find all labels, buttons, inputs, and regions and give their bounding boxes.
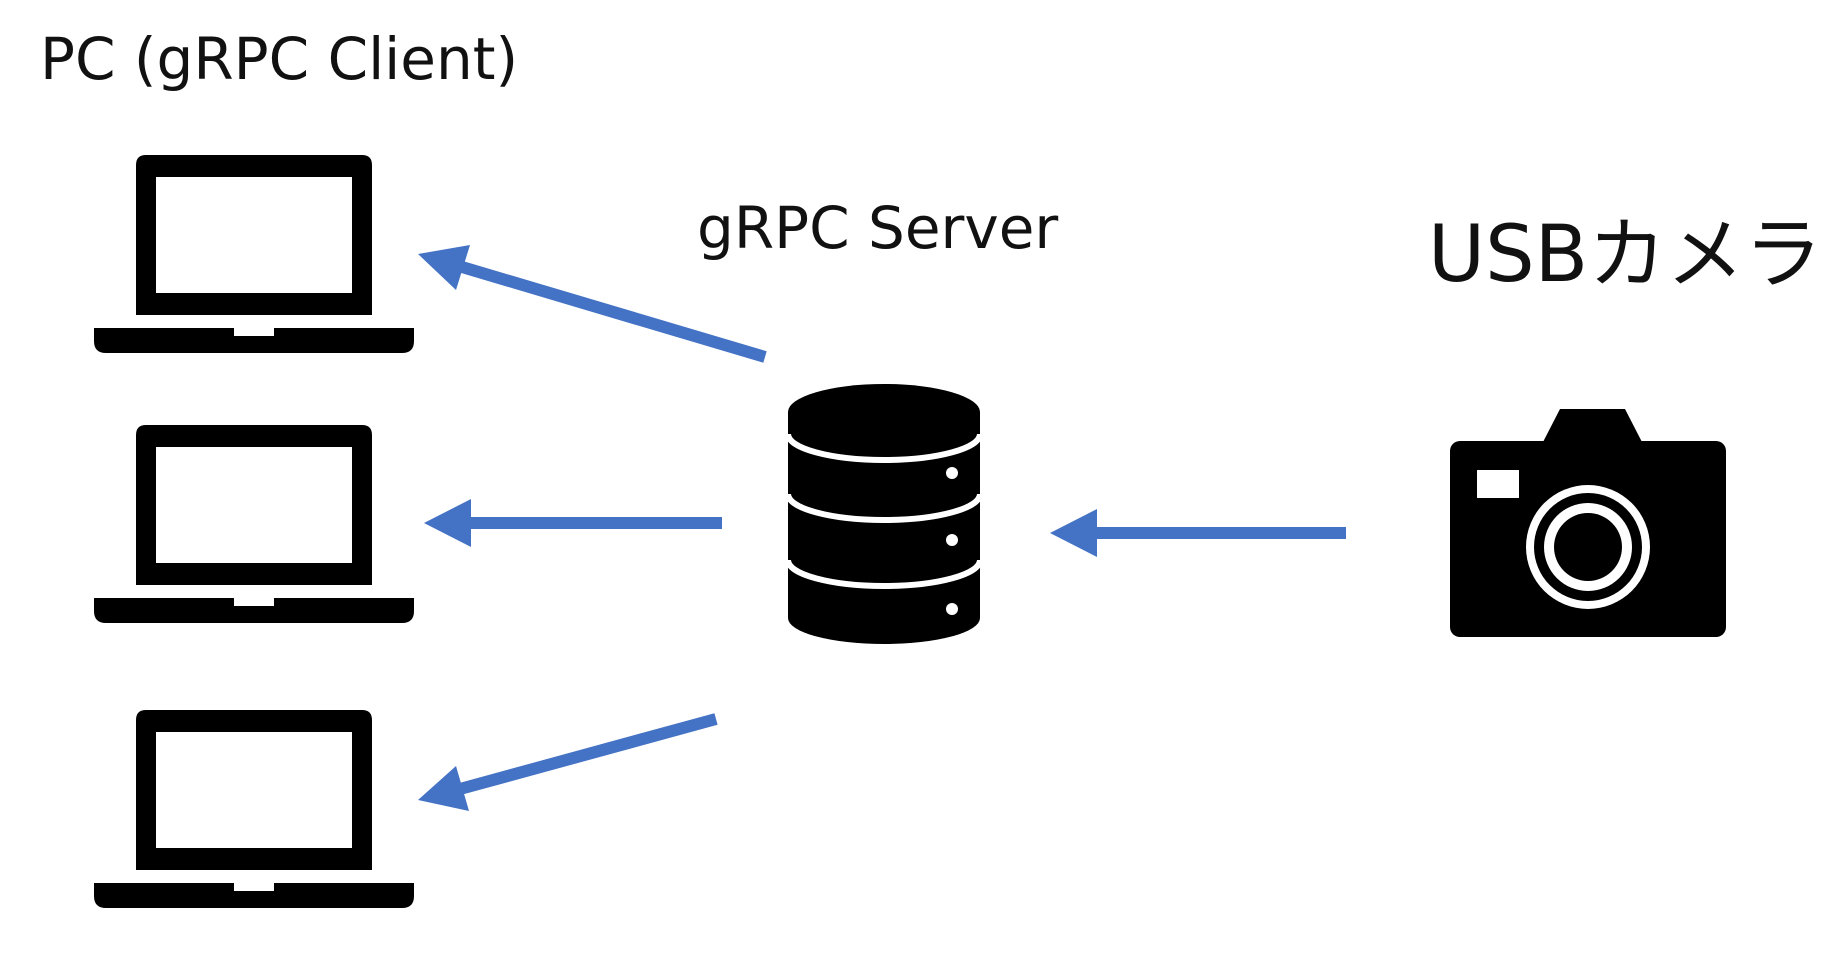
laptop-icon bbox=[94, 425, 414, 623]
laptop-icon bbox=[94, 155, 414, 353]
laptop-icon bbox=[94, 710, 414, 908]
camera-icon bbox=[1450, 409, 1726, 637]
camera-label: USBカメラ bbox=[1428, 210, 1823, 300]
arrow-to-client-middle bbox=[424, 499, 722, 547]
database-icon bbox=[785, 384, 983, 644]
clients-label: PC (gRPC Client) bbox=[40, 25, 519, 93]
arrow-camera-to-server bbox=[1050, 509, 1346, 557]
arrow-to-client-bottom bbox=[418, 713, 718, 811]
server-label: gRPC Server bbox=[697, 194, 1059, 262]
arrow-to-client-top bbox=[418, 245, 767, 363]
